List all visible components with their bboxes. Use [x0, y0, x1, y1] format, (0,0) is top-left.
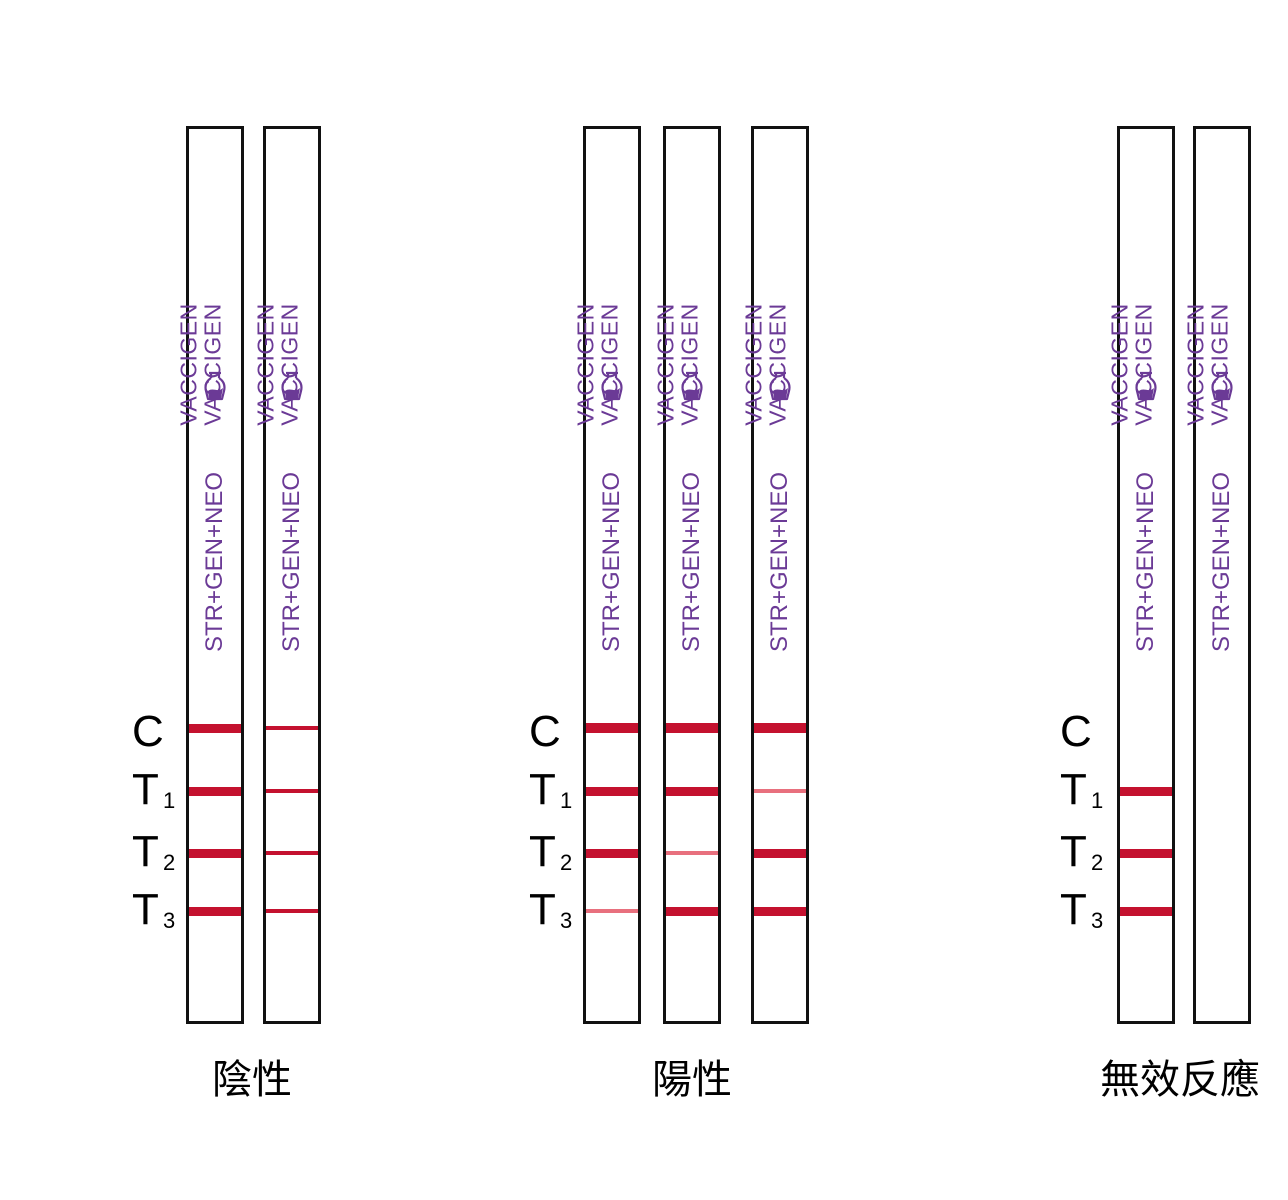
band-c-thin: [266, 726, 318, 730]
band-label-t3: T: [1060, 885, 1087, 934]
bottle-logo-icon: [202, 369, 228, 403]
brand-name: VACCIGEN: [764, 303, 791, 426]
brand-name: VACCIGEN: [199, 303, 226, 426]
band-label-subscript: 2: [560, 850, 573, 875]
brand-name: VACCIGEN: [252, 303, 279, 426]
band-label-subscript: 2: [1091, 850, 1104, 875]
bottle-logo-icon: [279, 369, 305, 403]
band-label-t1: T: [1060, 765, 1087, 814]
band-label-subscript: 3: [560, 908, 573, 933]
band-t2-strong: [754, 849, 806, 858]
strip-code: STR+GEN+NEO: [1132, 471, 1159, 653]
bottle-logo-icon: [1133, 369, 1159, 403]
band-t3-thin: [266, 909, 318, 913]
brand-name: VACCIGEN: [596, 303, 623, 426]
band-label-subscript: 1: [1091, 788, 1104, 813]
brand-name: VACCIGEN: [1106, 303, 1133, 426]
band-t2-thin: [266, 851, 318, 855]
band-label-subscript: 2: [163, 850, 176, 875]
band-label-c: C: [1060, 707, 1092, 756]
brand-name: VACCIGEN: [1206, 303, 1233, 426]
band-t2-faint: [666, 851, 718, 855]
brand-name: VACCIGEN: [572, 303, 599, 426]
strip-code: STR+GEN+NEO: [598, 471, 625, 653]
band-t2-strong: [1120, 849, 1172, 858]
band-t1-strong: [666, 787, 718, 796]
brand-name: VACCIGEN: [652, 303, 679, 426]
band-t1-thin: [266, 789, 318, 793]
group-caption: 無效反應: [1100, 1057, 1260, 1103]
group-caption: 陰性: [212, 1057, 292, 1103]
brand-name: VACCIGEN: [740, 303, 767, 426]
band-t3-faint: [586, 909, 638, 913]
band-label-t1: T: [529, 765, 556, 814]
band-label-subscript: 1: [560, 788, 573, 813]
band-label-t2: T: [1060, 827, 1087, 876]
band-t3-strong: [189, 907, 241, 916]
band-label-t3: T: [132, 885, 159, 934]
band-t1-faint: [754, 789, 806, 793]
band-label-subscript: 3: [1091, 908, 1104, 933]
strip-code: STR+GEN+NEO: [1208, 471, 1235, 653]
strip-code: STR+GEN+NEO: [766, 471, 793, 653]
band-t2-strong: [586, 849, 638, 858]
band-label-t2: T: [529, 827, 556, 876]
band-t3-strong: [754, 907, 806, 916]
band-label-t1: T: [132, 765, 159, 814]
band-label-c: C: [529, 707, 561, 756]
band-t1-strong: [1120, 787, 1172, 796]
band-t3-strong: [666, 907, 718, 916]
brand-name: VACCIGEN: [676, 303, 703, 426]
bottle-logo-icon: [679, 369, 705, 403]
brand-name: VACCIGEN: [175, 303, 202, 426]
brand-name: VACCIGEN: [1130, 303, 1157, 426]
band-label-subscript: 3: [163, 908, 176, 933]
band-c-strong: [189, 724, 241, 733]
band-c-heavy: [586, 723, 638, 733]
bottle-logo-icon: [1209, 369, 1235, 403]
band-label-c: C: [132, 707, 164, 756]
band-t2-strong: [189, 849, 241, 858]
band-label-t3: T: [529, 885, 556, 934]
band-t1-strong: [586, 787, 638, 796]
brand-name: VACCIGEN: [276, 303, 303, 426]
brand-name: VACCIGEN: [1182, 303, 1209, 426]
bottle-logo-icon: [767, 369, 793, 403]
band-c-heavy: [666, 723, 718, 733]
band-t1-strong: [189, 787, 241, 796]
group-caption: 陽性: [652, 1057, 732, 1103]
band-t3-strong: [1120, 907, 1172, 916]
bottle-logo-icon: [599, 369, 625, 403]
strip-code: STR+GEN+NEO: [678, 471, 705, 653]
strip-code: STR+GEN+NEO: [278, 471, 305, 653]
band-label-t2: T: [132, 827, 159, 876]
strip-code: STR+GEN+NEO: [201, 471, 228, 653]
band-label-subscript: 1: [163, 788, 176, 813]
band-c-heavy: [754, 723, 806, 733]
